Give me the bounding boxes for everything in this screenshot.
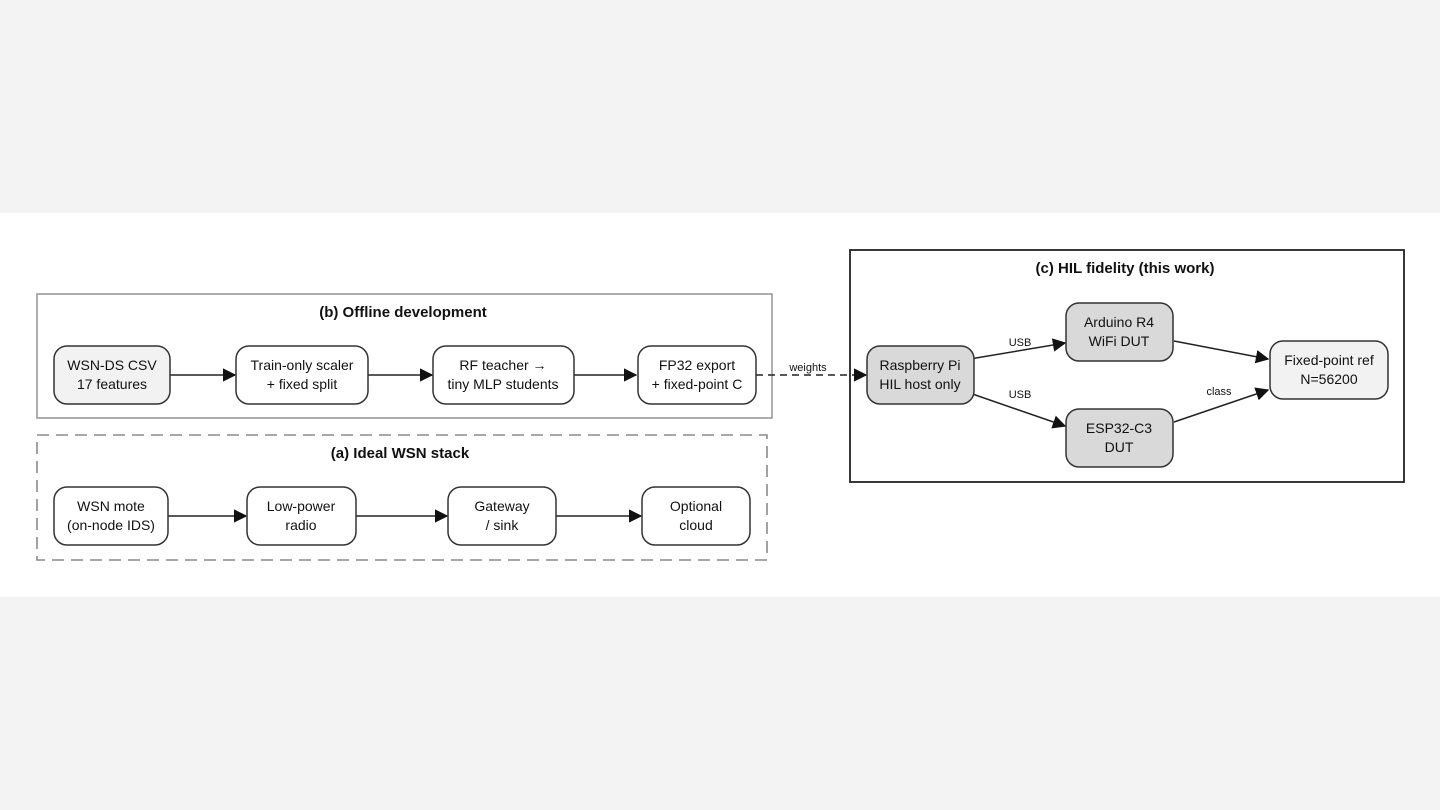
node-train-scaler-line2: + fixed split (267, 376, 338, 392)
node-optional-cloud-line2: cloud (679, 517, 712, 533)
node-fp32-export-line2: + fixed-point C (652, 376, 743, 392)
node-gateway-sink-line1: Gateway (474, 498, 529, 514)
edge-rpi-to-esp32 (957, 388, 1067, 429)
edge-label-class: class (1206, 386, 1232, 398)
node-esp32-c3-line1: ESP32-C3 (1086, 420, 1152, 436)
edge-arduino-to-ref (1173, 340, 1270, 364)
node-fixed-point-ref-line1: Fixed-point ref (1284, 352, 1374, 368)
edge-label-weights: weights (788, 362, 827, 374)
node-low-power-radio-line1: Low-power (267, 498, 336, 514)
node-arduino-r4: Arduino R4 WiFi DUT (1065, 302, 1174, 362)
node-wsn-mote-line2: (on-node IDS) (67, 517, 155, 533)
edge-label-usb-bottom: USB (1009, 389, 1032, 401)
node-raspberry-pi: Raspberry Pi HIL host only (866, 345, 975, 405)
node-train-scaler: Train-only scaler + fixed split (235, 345, 369, 405)
cluster-offline-development: (b) Offline development (36, 293, 773, 419)
node-esp32-c3: ESP32-C3 DUT (1065, 408, 1174, 468)
node-arduino-r4-line1: Arduino R4 (1084, 314, 1154, 330)
edge-esp32-to-ref (1173, 387, 1270, 423)
cluster-ideal-wsn-stack: (a) Ideal WSN stack (36, 434, 768, 561)
node-rf-teacher-line1: RF teacher → (459, 357, 546, 373)
node-wsn-ds-csv-line1: WSN-DS CSV (67, 357, 157, 373)
node-wsn-ds-csv: WSN-DS CSV 17 features (53, 345, 171, 405)
node-arduino-r4-line2: WiFi DUT (1089, 333, 1150, 349)
node-train-scaler-line1: Train-only scaler (251, 357, 354, 373)
cluster-offline-title: (b) Offline development (319, 304, 487, 321)
node-fp32-export-line1: FP32 export (659, 357, 735, 373)
node-gateway-sink-line2: / sink (486, 517, 520, 533)
cluster-ideal-title: (a) Ideal WSN stack (331, 445, 470, 462)
node-raspberry-pi-line2: HIL host only (879, 376, 960, 392)
cluster-hil-fidelity: (c) HIL fidelity (this work) (849, 249, 1405, 483)
node-raspberry-pi-line1: Raspberry Pi (880, 357, 961, 373)
node-optional-cloud-line1: Optional (670, 498, 722, 514)
node-low-power-radio: Low-power radio (246, 486, 357, 546)
cluster-hil-title: (c) HIL fidelity (this work) (1036, 260, 1215, 277)
node-esp32-c3-line2: DUT (1105, 439, 1134, 455)
node-wsn-mote-line1: WSN mote (77, 498, 145, 514)
node-fixed-point-ref-line2: N=56200 (1300, 371, 1357, 387)
node-low-power-radio-line2: radio (285, 517, 316, 533)
edge-label-usb-top: USB (1009, 337, 1032, 349)
node-rf-teacher-line2: tiny MLP students (447, 376, 558, 392)
node-fixed-point-ref: Fixed-point ref N=56200 (1269, 340, 1389, 400)
node-rf-teacher: RF teacher → tiny MLP students (432, 345, 575, 405)
node-wsn-mote: WSN mote (on-node IDS) (53, 486, 169, 546)
edge-rpi-to-arduino (957, 338, 1067, 362)
node-fp32-export: FP32 export + fixed-point C (637, 345, 757, 405)
node-gateway-sink: Gateway / sink (447, 486, 557, 546)
node-optional-cloud: Optional cloud (641, 486, 751, 546)
node-wsn-ds-csv-line2: 17 features (77, 376, 147, 392)
